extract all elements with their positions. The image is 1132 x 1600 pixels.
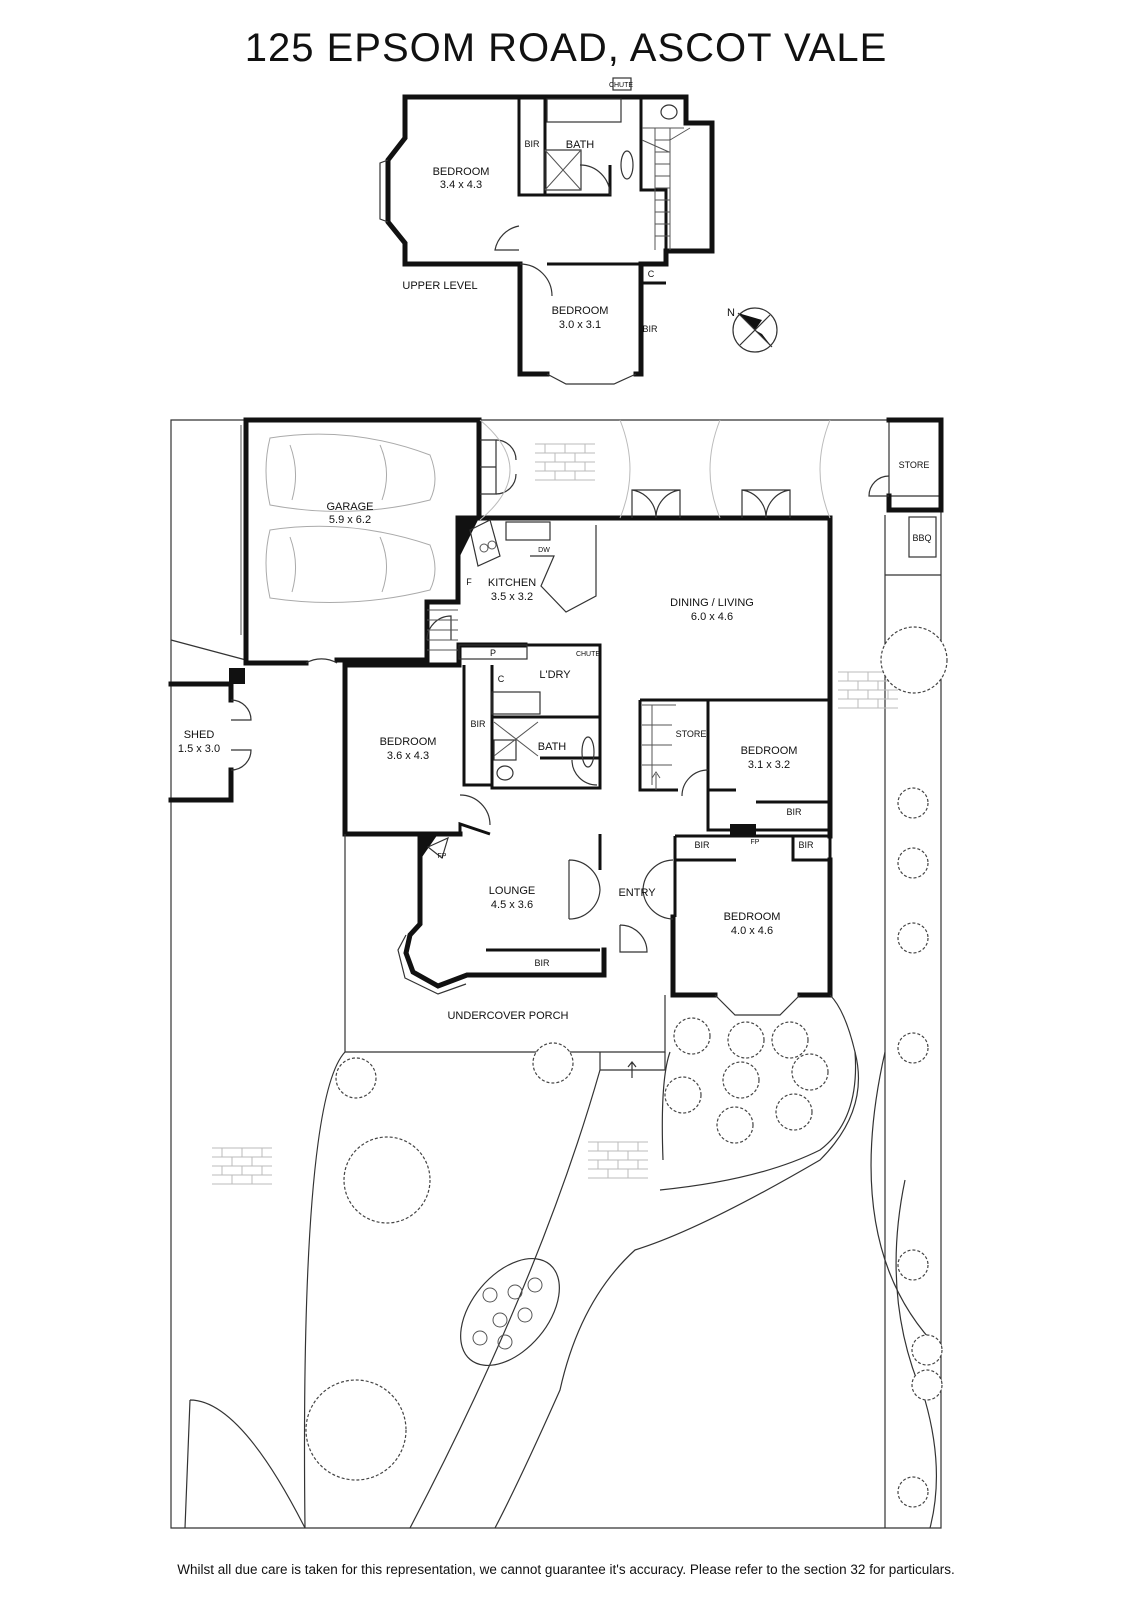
upper-bedroom-b-name: BEDROOM <box>552 305 609 317</box>
porch-label: UNDERCOVER PORCH <box>447 1010 568 1022</box>
garage-name: GARAGE <box>326 501 373 513</box>
upper-bedroom-a-size: 3.4 x 4.3 <box>440 179 482 191</box>
fridge-label: F <box>466 577 472 587</box>
garage-size: 5.9 x 6.2 <box>329 514 371 526</box>
lounge-name: LOUNGE <box>489 885 535 897</box>
upper-bedroom-b-size: 3.0 x 3.1 <box>559 319 601 331</box>
kitchen-size: 3.5 x 3.2 <box>491 591 533 603</box>
lounge-size: 4.5 x 3.6 <box>491 899 533 911</box>
upper-bir-b-label: BIR <box>642 324 658 334</box>
bir-lounge-label: BIR <box>534 958 550 968</box>
upper-bir-a-label: BIR <box>524 139 540 149</box>
bbq-label: BBQ <box>912 533 931 543</box>
pantry-label: P <box>490 648 496 658</box>
upper-bath-label: BATH <box>566 139 595 151</box>
disclaimer-text: Whilst all due care is taken for this re… <box>177 1562 955 1577</box>
ground-labels: GARAGE 5.9 x 6.2 KITCHEN 3.5 x 3.2 DININ… <box>178 460 932 1022</box>
shed-name: SHED <box>184 729 215 741</box>
stair-store-label: STORE <box>676 729 707 739</box>
plan-title: 125 EPSOM ROAD, ASCOT VALE <box>244 26 888 70</box>
upper-level: BEDROOM 3.4 x 4.3 BEDROOM 3.0 x 3.1 BATH… <box>379 77 715 385</box>
upper-level-label: UPPER LEVEL <box>402 280 477 292</box>
bedroom-west-name: BEDROOM <box>380 736 437 748</box>
laundry-label: L'DRY <box>539 669 571 681</box>
upper-bedroom-a-name: BEDROOM <box>433 166 490 178</box>
ground-cupboard-label: C <box>498 674 505 684</box>
bir-front-left-label: BIR <box>694 840 710 850</box>
bedroom-front-size: 4.0 x 4.6 <box>731 925 773 937</box>
bedroom-east-name: BEDROOM <box>741 745 798 757</box>
bir-east-label: BIR <box>786 807 802 817</box>
ground-chute-label: CHUTE <box>576 651 600 658</box>
dining-living-size: 6.0 x 4.6 <box>691 611 733 623</box>
bedroom-west-size: 3.6 x 4.3 <box>387 750 429 762</box>
shed-size: 1.5 x 3.0 <box>178 743 220 755</box>
ground-bath-label: BATH <box>538 741 567 753</box>
site-boundary <box>170 419 942 1529</box>
dining-living-name: DINING / LIVING <box>670 597 754 609</box>
bir-front-right-label: BIR <box>798 840 814 850</box>
bir-west-label: BIR <box>470 719 486 729</box>
outdoor-store-label: STORE <box>899 460 930 470</box>
entry-label: ENTRY <box>618 887 656 899</box>
north-label: N <box>727 307 735 319</box>
dishwasher-label: DW <box>538 547 550 554</box>
bedroom-east-size: 3.1 x 3.2 <box>748 759 790 771</box>
north-compass: N <box>727 307 778 353</box>
upper-cupboard-label: C <box>648 269 655 279</box>
fireplace-b-label: FP <box>751 839 760 846</box>
kitchen-name: KITCHEN <box>488 577 536 589</box>
upper-chute-label: CHUTE <box>609 82 633 89</box>
ground-level <box>168 417 948 1529</box>
fireplace-a-label: FP <box>438 853 447 860</box>
bedroom-front-name: BEDROOM <box>724 911 781 923</box>
